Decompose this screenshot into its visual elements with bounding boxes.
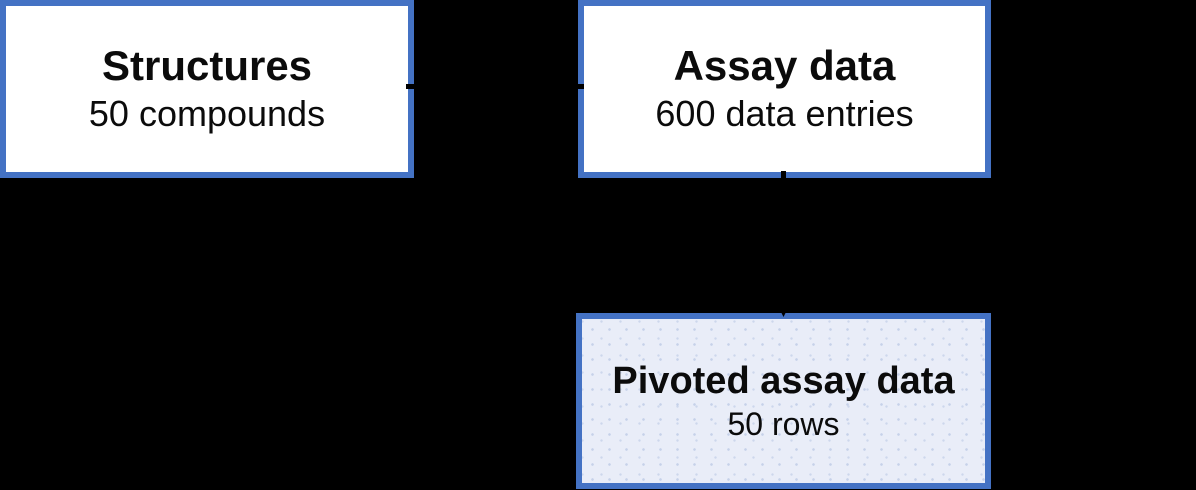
- node-assay-data-title: Assay data: [673, 42, 896, 89]
- node-pivoted-assay-data-subtitle: 50 rows: [727, 406, 840, 442]
- node-pivoted-assay-data: Pivoted assay data 50 rows: [576, 313, 991, 489]
- node-assay-data-subtitle: 600 data entries: [655, 93, 914, 134]
- node-pivoted-assay-data-title: Pivoted assay data: [612, 360, 955, 402]
- node-structures-subtitle: 50 compounds: [88, 93, 326, 134]
- node-structures: Structures 50 compounds: [0, 0, 414, 178]
- node-structures-title: Structures: [101, 42, 313, 89]
- connector-assay-pivoted: [777, 171, 790, 317]
- node-assay-data: Assay data 600 data entries: [578, 0, 991, 178]
